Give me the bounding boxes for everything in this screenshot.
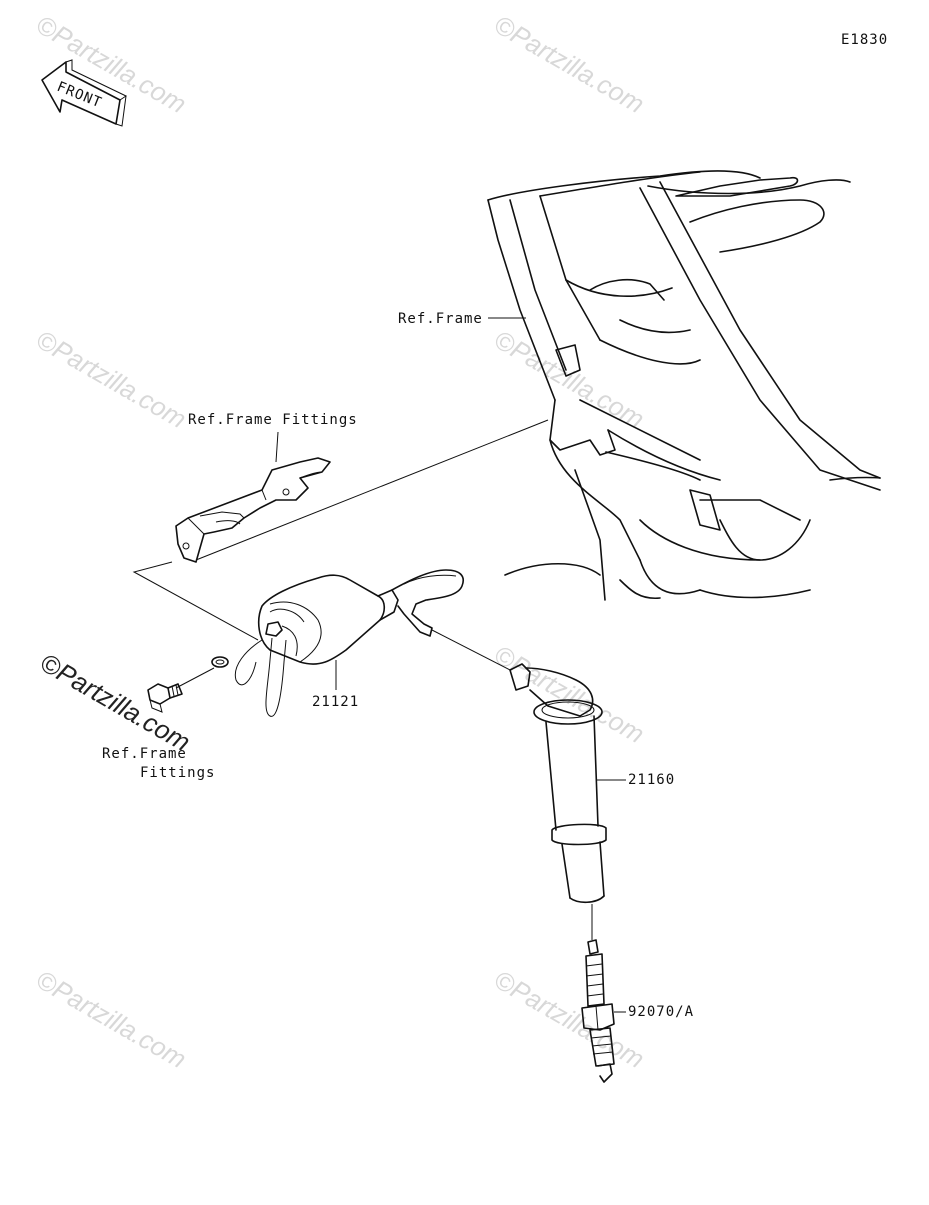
watermark: ©Partzilla.com: [489, 964, 649, 1074]
assembly-line: [431, 629, 511, 671]
watermark: ©Partzilla.com: [489, 324, 649, 434]
label-ref-frame-fittings-bottom-2: Fittings: [140, 765, 215, 781]
front-arrow-label: FRONT: [55, 79, 105, 111]
label-plug-part: 92070/A: [628, 1004, 694, 1020]
watermark: ©Partzilla.com: [489, 639, 649, 749]
ignition-coil-drawing: [234, 569, 464, 717]
watermark: ©Partzilla.com: [31, 964, 191, 1074]
washer-drawing: [211, 656, 229, 668]
assembly-line: [175, 667, 215, 689]
bolt-drawing: [147, 683, 183, 713]
watermark: ©Partzilla.com: [31, 324, 191, 434]
label-ref-frame: Ref.Frame: [398, 311, 483, 327]
watermark-dark: ©Partzilla.com: [35, 647, 195, 757]
diagram-code: E1830: [841, 32, 888, 48]
label-cap-part: 21160: [628, 772, 675, 788]
plug-cap-drawing: [509, 663, 607, 904]
frame-drawing: [487, 170, 881, 601]
label-ref-frame-fittings-bottom-1: Ref.Frame: [102, 746, 187, 762]
bracket-drawing: [175, 457, 331, 563]
label-coil-part: 21121: [312, 694, 359, 710]
label-ref-frame-fittings-top: Ref.Frame Fittings: [188, 412, 358, 428]
watermarks: ©Partzilla.com ©Partzilla.com ©Partzilla…: [31, 9, 649, 1074]
assembly-line: [195, 419, 549, 561]
assembly-line: [132, 561, 259, 641]
watermark: ©Partzilla.com: [489, 9, 649, 119]
spark-plug-drawing: [581, 939, 615, 1083]
